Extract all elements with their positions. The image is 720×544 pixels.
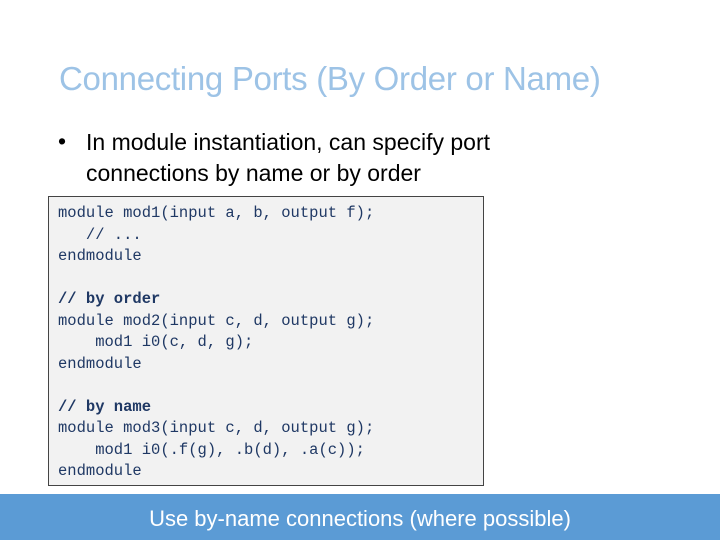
code-listing: module mod1(input a, b, output f); // ..… (58, 203, 374, 483)
footer-text: Use by-name connections (where possible) (149, 506, 571, 531)
bullet-line-2: connections by name or by order (86, 160, 421, 186)
bullet-item: • In module instantiation, can specify p… (58, 127, 618, 189)
code-line (58, 268, 374, 290)
code-line: endmodule (58, 354, 142, 373)
code-block: module mod1(input a, b, output f); // ..… (48, 196, 484, 486)
footer-banner: Use by-name connections (where possible) (0, 494, 720, 540)
code-line: endmodule (58, 247, 142, 265)
code-line: endmodule (58, 462, 142, 480)
code-comment: // by order (58, 290, 161, 308)
code-line: module mod3(input c, d, output g); (58, 419, 375, 437)
code-line: mod1 i0(c, d, g); (58, 333, 254, 351)
bullet-text: In module instantiation, can specify por… (86, 127, 490, 189)
code-line (58, 375, 374, 397)
bullet-marker: • (58, 128, 67, 154)
bullet-line-1: In module instantiation, can specify por… (86, 129, 491, 155)
code-line: module mod2(input c, d, output g); (58, 311, 375, 330)
code-line: // ... (58, 225, 142, 244)
code-line: module mod1(input a, b, output f); (58, 204, 375, 222)
slide-title: Connecting Ports (By Order or Name) (59, 60, 601, 97)
code-comment: // by name (58, 397, 152, 416)
code-line: mod1 i0(.f(g), .b(d), .a(c)); (58, 440, 365, 459)
